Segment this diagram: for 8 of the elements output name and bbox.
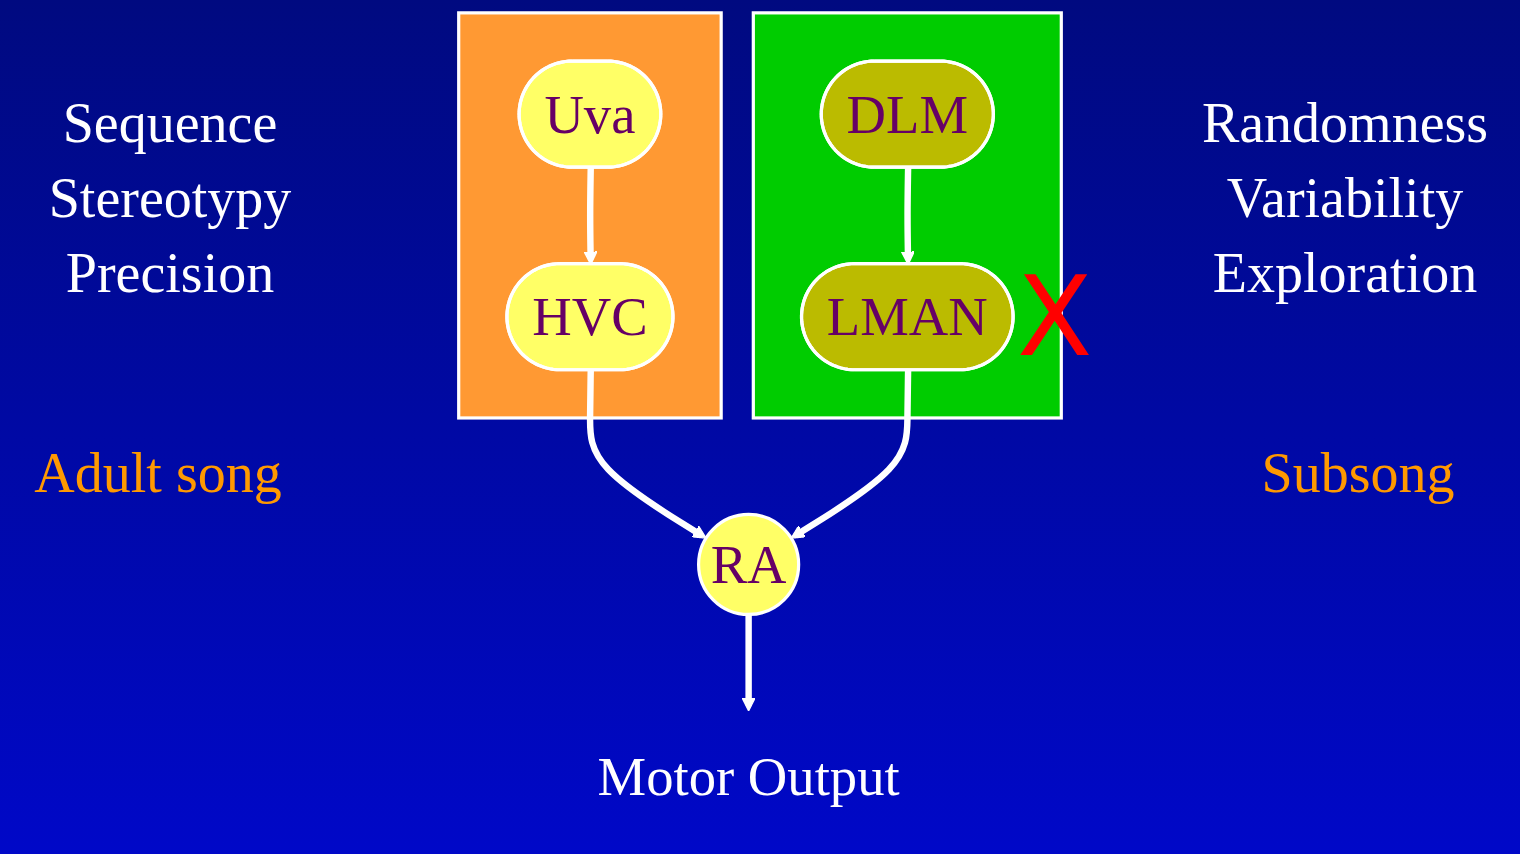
node-text: Motor Output xyxy=(597,746,900,806)
trait-label: Randomness xyxy=(1201,95,1489,151)
trait-label: Precision xyxy=(65,245,275,301)
cluster xyxy=(457,11,723,420)
arrow xyxy=(741,614,756,712)
node-circle: RA xyxy=(697,512,801,617)
arrow xyxy=(586,370,707,539)
arrow xyxy=(790,370,912,539)
